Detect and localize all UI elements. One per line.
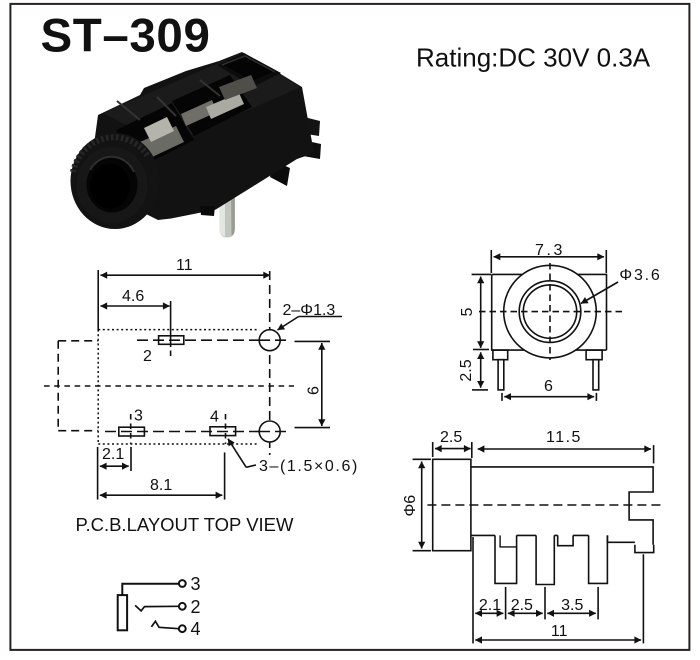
svg-text:2: 2 [191, 597, 201, 617]
svg-text:3: 3 [134, 408, 143, 425]
svg-text:11: 11 [176, 257, 193, 274]
svg-text:2.1: 2.1 [479, 597, 501, 614]
svg-text:5: 5 [459, 307, 476, 316]
svg-text:8.1: 8.1 [150, 477, 172, 494]
svg-text:Φ3.6: Φ3.6 [619, 267, 661, 284]
svg-text:6: 6 [544, 378, 553, 395]
svg-text:4: 4 [210, 409, 219, 426]
svg-text:2–Φ1.3: 2–Φ1.3 [283, 302, 336, 319]
svg-text:7.3: 7.3 [535, 242, 565, 259]
svg-text:11: 11 [551, 623, 568, 640]
svg-text:2.1: 2.1 [102, 446, 124, 463]
svg-text:2.5: 2.5 [440, 429, 462, 446]
svg-text:ST–309: ST–309 [41, 9, 211, 62]
svg-text:4: 4 [191, 619, 201, 639]
svg-text:P.C.B.LAYOUT TOP VIEW: P.C.B.LAYOUT TOP VIEW [76, 514, 295, 535]
svg-text:Rating:DC 30V 0.3A: Rating:DC 30V 0.3A [416, 43, 651, 73]
svg-text:2: 2 [143, 348, 152, 365]
svg-text:3.5: 3.5 [561, 597, 583, 614]
svg-text:6: 6 [306, 386, 323, 395]
svg-text:Φ6: Φ6 [402, 495, 419, 517]
svg-text:2.5: 2.5 [458, 359, 475, 381]
svg-text:3–(1.5×0.6): 3–(1.5×0.6) [259, 458, 359, 475]
svg-text:4.6: 4.6 [122, 288, 144, 305]
svg-text:2.5: 2.5 [511, 597, 533, 614]
svg-text:11.5: 11.5 [546, 429, 582, 446]
svg-text:3: 3 [191, 574, 201, 594]
